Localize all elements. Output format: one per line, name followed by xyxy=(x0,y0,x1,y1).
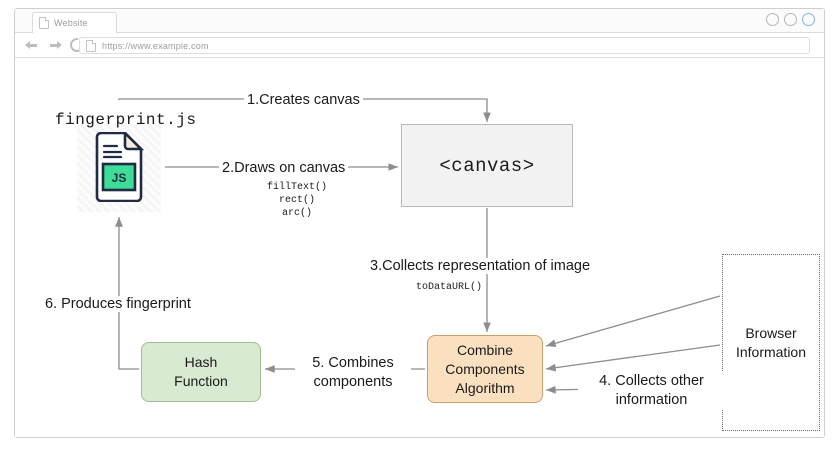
node-canvas-label: <canvas> xyxy=(439,154,535,177)
edge-label-step2: 2.Draws on canvas xyxy=(219,160,349,176)
edge-label-step6: 6. Produces fingerprint xyxy=(42,296,194,312)
edge-label-step3: 3.Collects representation of image xyxy=(367,258,594,274)
edge-step6 xyxy=(115,217,139,370)
nav-icon-group xyxy=(25,38,83,52)
close-circle-icon[interactable] xyxy=(802,13,815,26)
fingerprint-js-label: fingerprint.js xyxy=(55,111,197,129)
js-file-icon-container: JS xyxy=(77,124,161,212)
navigation-bar: https://www.example.com xyxy=(15,33,824,58)
edge-step4b xyxy=(545,344,721,372)
url-text: https://www.example.com xyxy=(102,40,209,51)
page-icon xyxy=(39,17,49,29)
maximize-circle-icon[interactable] xyxy=(784,13,797,26)
edge-sublabel-step3: toDataURL() xyxy=(413,282,486,293)
browser-window: Website https://www.example.com xyxy=(14,8,825,438)
tab-website[interactable]: Website xyxy=(32,12,117,33)
tab-strip: Website xyxy=(15,9,824,33)
tab-label: Website xyxy=(54,18,88,28)
url-bar[interactable]: https://www.example.com xyxy=(79,37,810,54)
minimize-circle-icon[interactable] xyxy=(766,13,779,26)
site-page-icon xyxy=(86,39,96,52)
edge-label-step1: 1.Creates canvas xyxy=(244,92,363,108)
window-controls xyxy=(766,13,815,26)
svg-text:JS: JS xyxy=(112,171,127,185)
forward-arrow-icon[interactable] xyxy=(47,39,62,52)
edge-sublabel-step2: fillText()rect()arc() xyxy=(266,182,327,219)
js-file-icon: JS xyxy=(95,132,145,202)
back-arrow-icon[interactable] xyxy=(25,39,40,52)
edge-step4a xyxy=(545,295,721,348)
node-canvas[interactable]: <canvas> xyxy=(401,124,573,207)
